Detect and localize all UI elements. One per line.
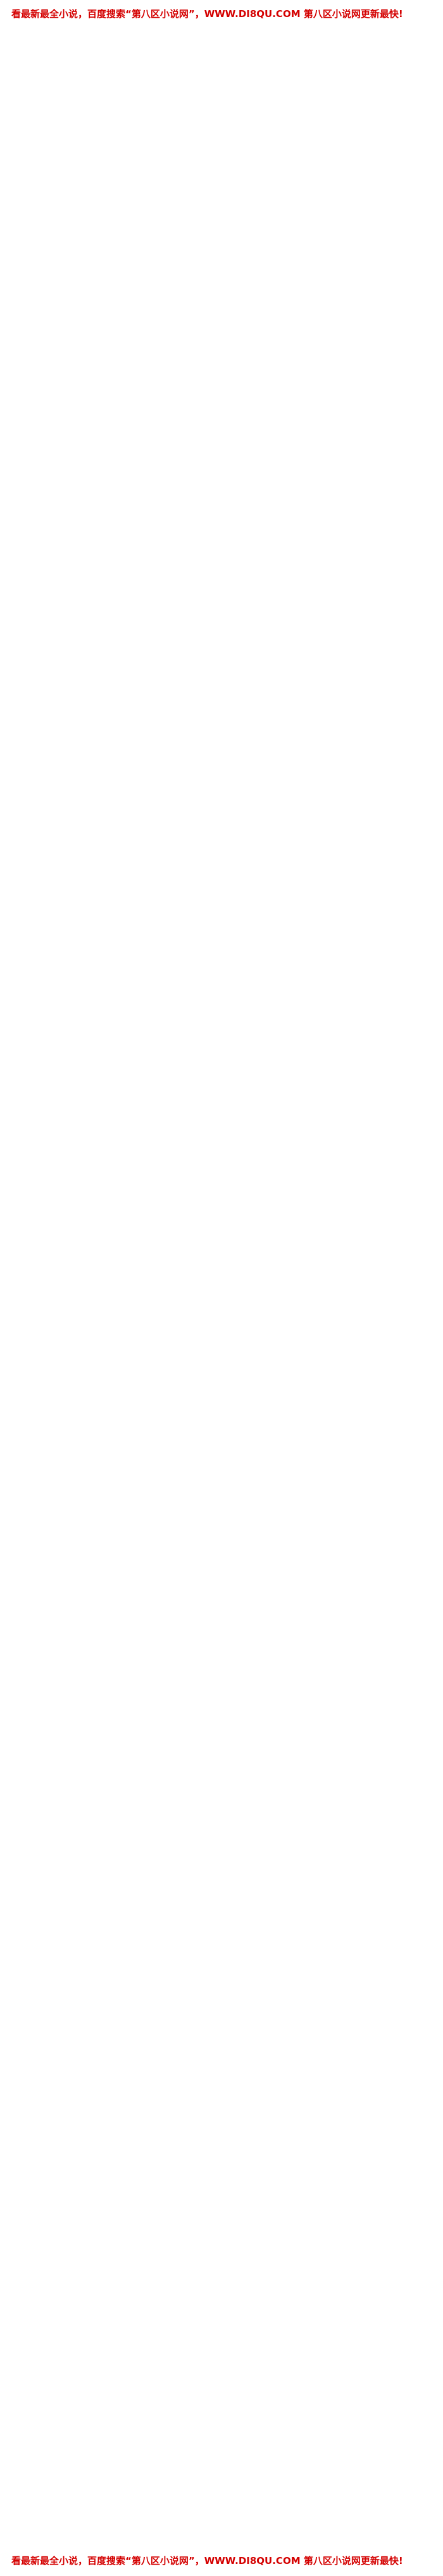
chapter-paragraph <box>11 134 432 149</box>
chapter-paragraph <box>11 1091 432 1106</box>
chapter-paragraph <box>11 533 432 548</box>
chapter-paragraph <box>11 825 432 841</box>
chapter-paragraph <box>11 932 432 947</box>
chapter-paragraph <box>11 1038 432 1053</box>
chapter-paragraph <box>11 161 432 176</box>
chapter-paragraph <box>11 692 432 708</box>
chapter-paragraph <box>11 1543 432 1558</box>
chapter-paragraph <box>11 985 432 1000</box>
chapter-paragraph <box>11 1118 432 1133</box>
chapter-paragraph <box>11 1596 432 1611</box>
chapter-paragraph <box>11 719 432 734</box>
bottom-site-banner: 看最新最全小说，百度搜索“第八区小说网”，WWW.DI8QU.COM 第八区小说… <box>11 2554 403 2567</box>
chapter-paragraph <box>11 613 432 628</box>
chapter-paragraph <box>11 1490 432 1505</box>
chapter-paragraph <box>11 267 432 282</box>
chapter-paragraph <box>11 958 432 973</box>
chapter-paragraph <box>11 852 432 867</box>
chapter-paragraph <box>11 560 432 575</box>
chapter-paragraph <box>11 453 432 468</box>
chapter-paragraph <box>11 1011 432 1027</box>
chapter-paragraph <box>11 427 432 442</box>
chapter-paragraph <box>11 878 432 894</box>
chapter-paragraph <box>11 799 432 814</box>
chapter-paragraph <box>11 1197 432 1213</box>
chapter-content <box>11 28 432 2543</box>
chapter-paragraph <box>11 373 432 389</box>
chapter-paragraph <box>11 1224 432 1239</box>
chapter-paragraph <box>11 905 432 920</box>
chapter-paragraph <box>11 1357 432 1372</box>
chapter-paragraph <box>11 54 432 70</box>
chapter-paragraph <box>11 241 432 256</box>
chapter-paragraph <box>11 1065 432 1080</box>
chapter-paragraph <box>11 187 432 203</box>
chapter-paragraph <box>11 1277 432 1292</box>
chapter-paragraph <box>11 586 432 601</box>
chapter-paragraph <box>11 1516 432 1532</box>
chapter-paragraph <box>11 1171 432 1186</box>
chapter-paragraph <box>11 400 432 415</box>
chapter-paragraph <box>11 1463 432 1479</box>
chapter-paragraph <box>11 347 432 362</box>
chapter-paragraph <box>11 214 432 229</box>
chapter-paragraph <box>11 506 432 522</box>
chapter-paragraph <box>11 1251 432 1266</box>
chapter-paragraph <box>11 1410 432 1425</box>
chapter-paragraph <box>11 746 432 761</box>
top-site-banner: 看最新最全小说，百度搜索“第八区小说网”，WWW.DI8QU.COM 第八区小说… <box>11 8 403 20</box>
chapter-paragraph <box>11 639 432 654</box>
chapter-paragraph <box>11 1144 432 1160</box>
chapter-paragraph <box>11 772 432 787</box>
chapter-paragraph <box>11 1570 432 1585</box>
chapter-paragraph <box>11 320 432 335</box>
chapter-paragraph <box>11 108 432 123</box>
chapter-paragraph <box>11 294 432 309</box>
chapter-paragraph <box>11 666 432 681</box>
chapter-paragraph <box>11 480 432 495</box>
chapter-paragraph <box>11 28 432 43</box>
chapter-paragraph <box>11 1437 432 1452</box>
chapter-paragraph <box>11 1384 432 1399</box>
chapter-paragraph <box>11 81 432 96</box>
chapter-paragraph <box>11 1330 432 1346</box>
chapter-paragraph <box>11 1304 432 1319</box>
